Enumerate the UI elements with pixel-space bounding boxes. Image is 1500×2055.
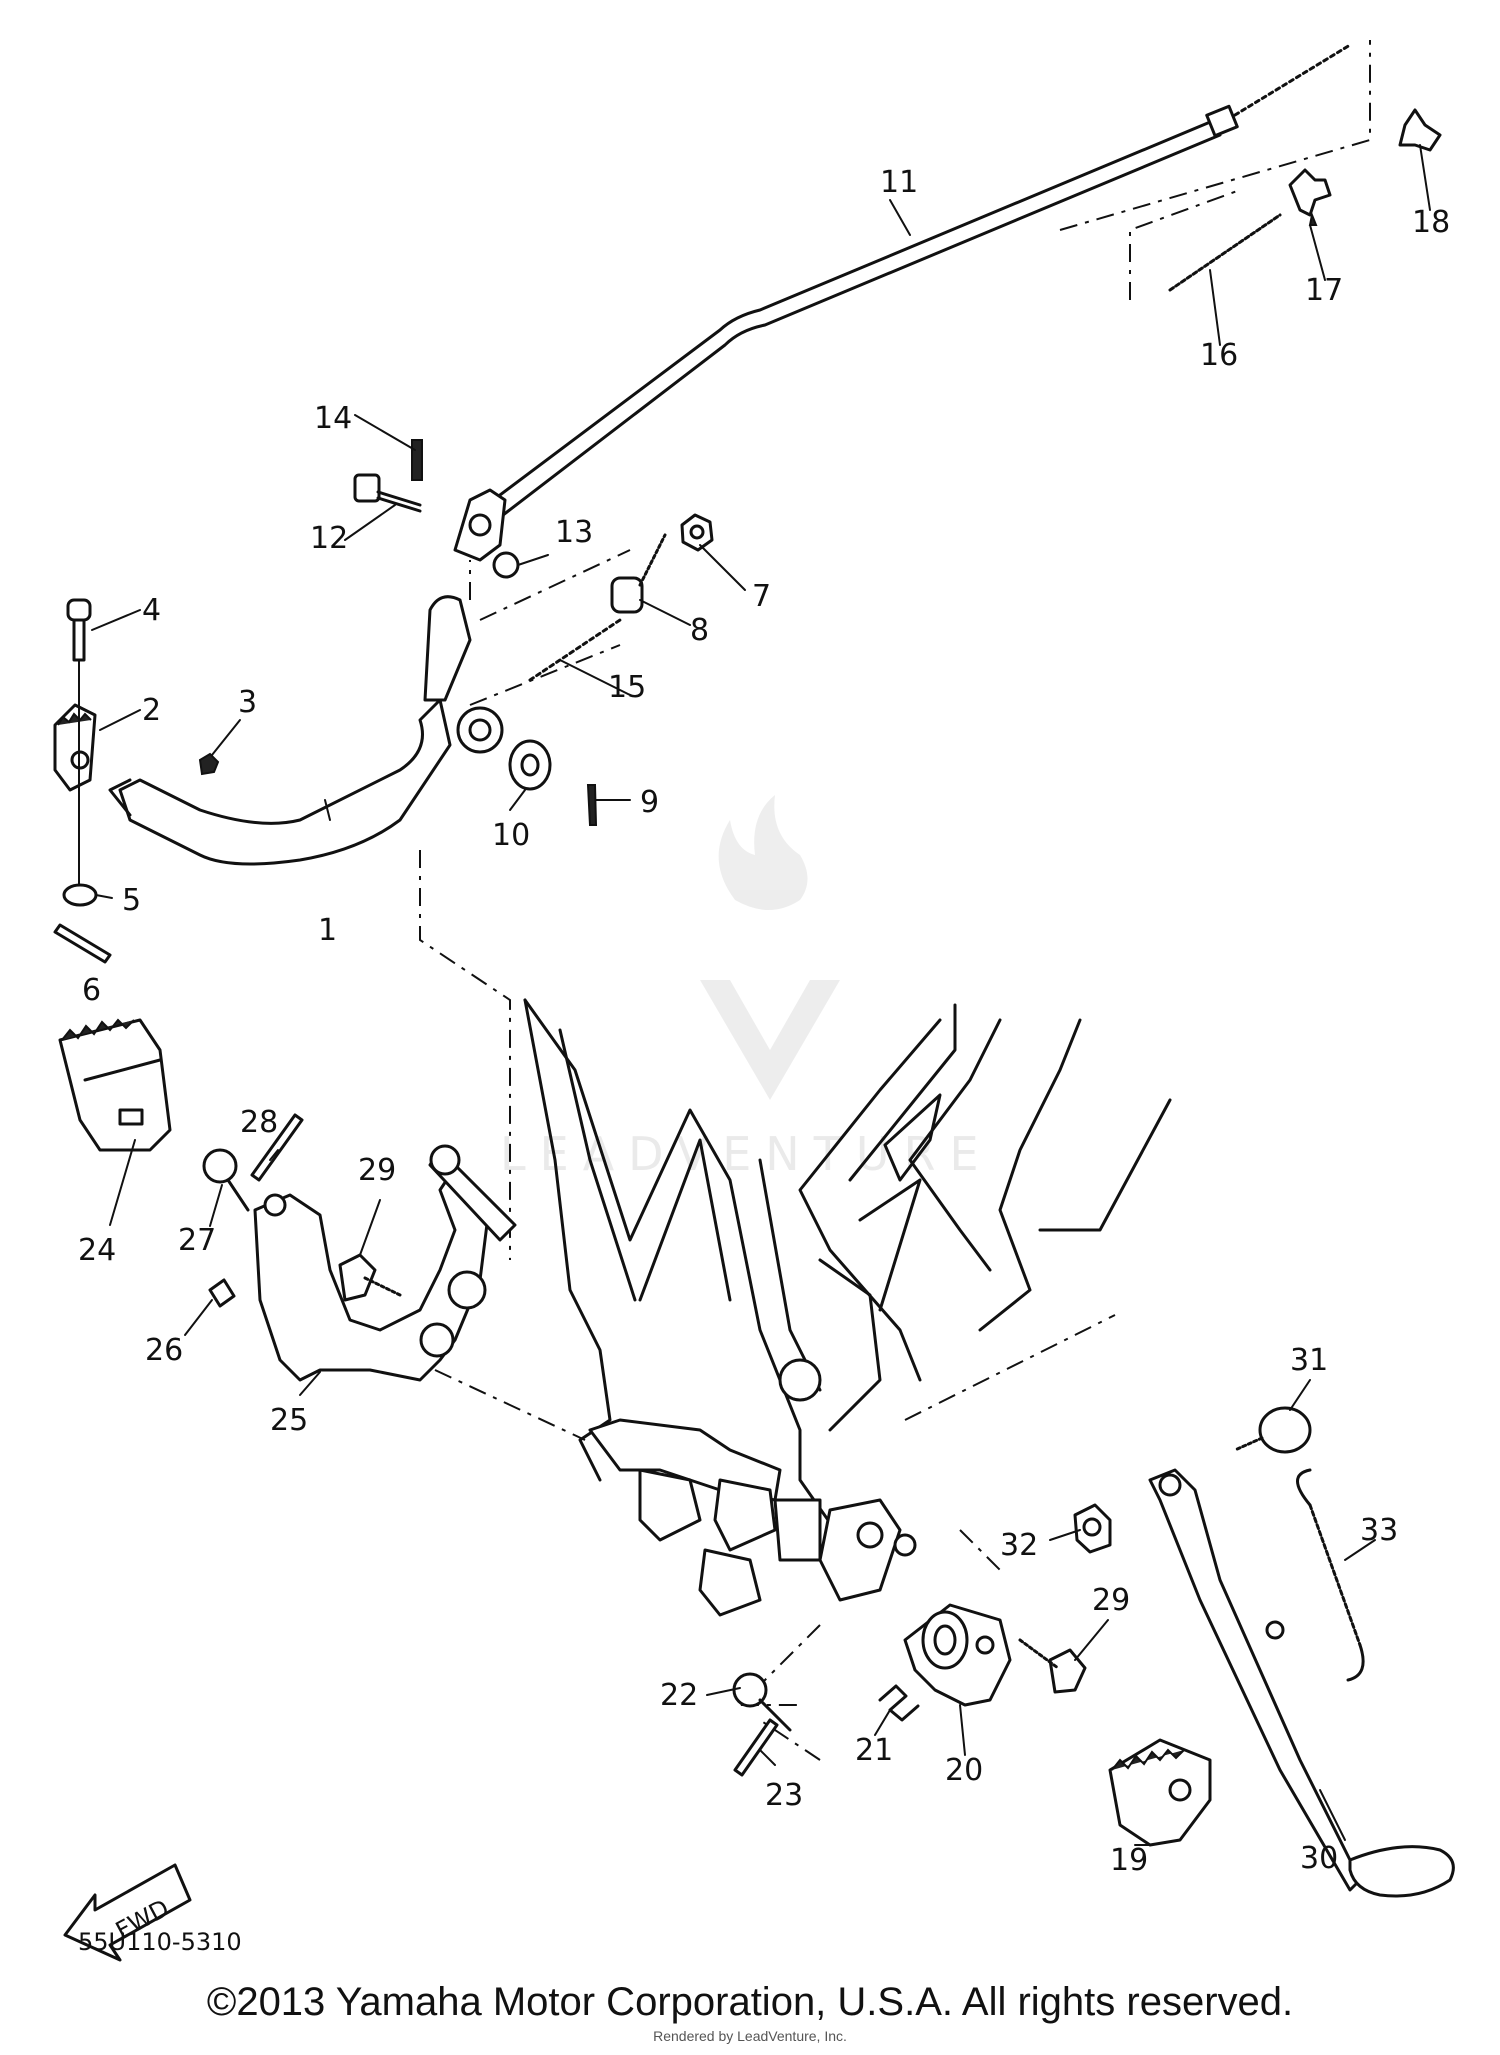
spring-33 — [1296, 1468, 1365, 1682]
callout-8: 8 — [690, 613, 709, 648]
callout-2: 2 — [142, 693, 161, 728]
spring-clip — [198, 752, 220, 776]
callout-21: 21 — [855, 1733, 893, 1768]
clip-17 — [1288, 168, 1332, 226]
washer — [62, 883, 98, 907]
callout-28: 28 — [240, 1105, 278, 1140]
wing-nut-18 — [1398, 108, 1442, 152]
brake-pedal — [108, 595, 504, 866]
callout-29-upper: 29 — [358, 1153, 396, 1188]
collar-10 — [508, 739, 552, 791]
return-spring-15 — [528, 618, 622, 682]
callout-22: 22 — [660, 1678, 698, 1713]
pin-27 — [202, 1148, 250, 1212]
cotter-pin-23 — [733, 1718, 779, 1777]
bolt-12 — [353, 473, 422, 513]
footrest-19 — [1108, 1738, 1212, 1847]
callout-26: 26 — [145, 1333, 183, 1368]
callout-33: 33 — [1360, 1513, 1398, 1548]
spring-26 — [208, 1278, 236, 1308]
callout-10: 10 — [492, 818, 530, 853]
copyright-notice: ©2013 Yamaha Motor Corporation, U.S.A. A… — [206, 1980, 1294, 2024]
cotter-pin-28 — [250, 1113, 304, 1182]
callout-4: 4 — [142, 593, 161, 628]
callout-17: 17 — [1305, 273, 1343, 308]
spring-21 — [878, 1684, 920, 1722]
rendered-by-note: Rendered by LeadVenture, Inc. — [653, 2028, 847, 2044]
callout-15: 15 — [608, 670, 646, 705]
callout-14: 14 — [314, 401, 352, 436]
bolt-8 — [610, 533, 667, 614]
drawing-code: 55U110-5310 — [78, 1928, 242, 1956]
pin-22 — [732, 1672, 792, 1732]
callout-32: 32 — [1000, 1528, 1038, 1563]
spring-16 — [1168, 213, 1282, 292]
collar-32 — [1073, 1503, 1112, 1554]
callout-5: 5 — [122, 883, 141, 918]
bolt-29-upper — [338, 1253, 402, 1302]
callout-27: 27 — [178, 1223, 216, 1258]
callout-30: 30 — [1300, 1841, 1338, 1876]
callout-1: 1 — [318, 913, 337, 948]
footrest-24 — [58, 1018, 172, 1152]
cotter-pin — [53, 923, 112, 964]
callout-13: 13 — [555, 515, 593, 550]
pedal-tip — [53, 703, 97, 792]
callout-29-lower: 29 — [1092, 1583, 1130, 1618]
nut-13 — [492, 551, 520, 579]
callout-25: 25 — [270, 1403, 308, 1438]
callout-19: 19 — [1110, 1843, 1148, 1878]
brake-rod — [478, 43, 1352, 527]
callout-11: 11 — [880, 165, 918, 200]
callout-16: 16 — [1200, 338, 1238, 373]
pin-9 — [586, 784, 598, 826]
callout-20: 20 — [945, 1753, 983, 1788]
bolt-29-lower — [1018, 1638, 1087, 1694]
leader-lines — [91, 144, 1431, 1846]
frame-section — [523, 998, 1172, 1617]
callout-18: 18 — [1412, 205, 1450, 240]
cotter-pin-14 — [411, 439, 423, 481]
callout-12: 12 — [310, 521, 348, 556]
pedal-pin — [66, 598, 92, 891]
nut-7 — [680, 513, 714, 552]
bolt-31 — [1233, 1406, 1312, 1454]
callout-7: 7 — [752, 579, 771, 614]
rod-clevis — [453, 488, 507, 562]
leadventure-watermark: LEADVENTURE — [500, 795, 993, 1181]
callout-23: 23 — [765, 1778, 803, 1813]
callout-31: 31 — [1290, 1343, 1328, 1378]
watermark-text: LEADVENTURE — [500, 1127, 993, 1181]
callout-24: 24 — [78, 1233, 116, 1268]
footrest-bracket-25 — [253, 1144, 517, 1382]
side-stand-30 — [1148, 1468, 1455, 1898]
reference-lines — [419, 40, 1371, 1761]
callout-6: 6 — [82, 973, 101, 1008]
callout-9: 9 — [640, 785, 659, 820]
callout-numbers: 1 2 3 4 5 6 7 8 9 10 11 12 13 14 15 16 1… — [78, 165, 1450, 1878]
callout-3: 3 — [238, 685, 257, 720]
bracket-20 — [903, 1603, 1012, 1707]
